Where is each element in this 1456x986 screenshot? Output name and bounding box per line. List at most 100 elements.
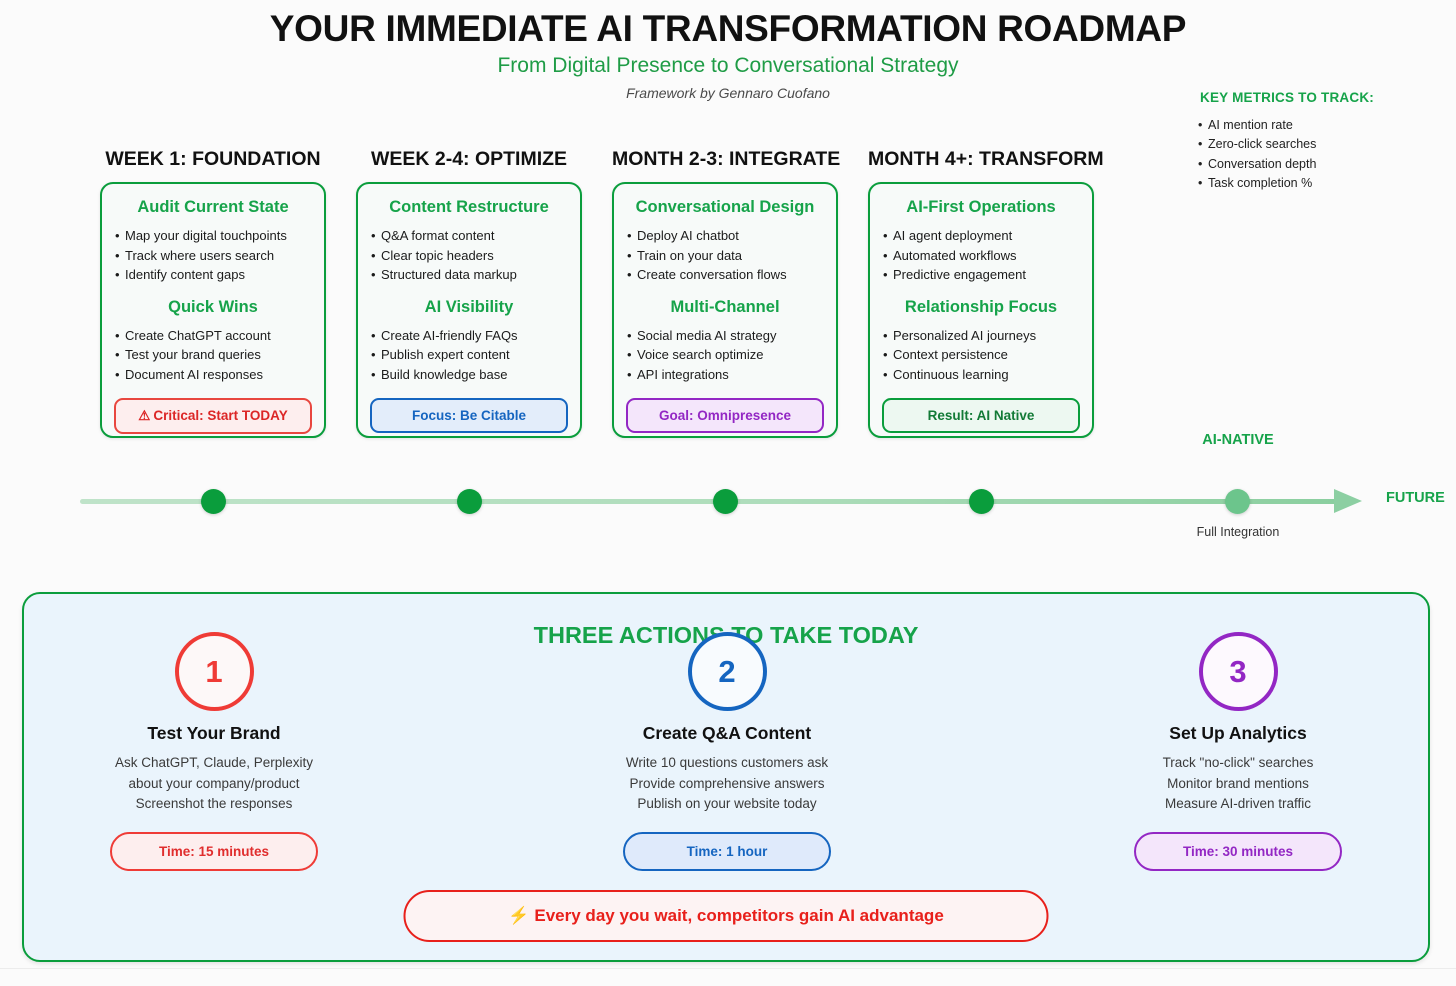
phase-card[interactable]: Audit Current State Map your digital tou… bbox=[100, 182, 326, 438]
page-byline: Framework by Gennaro Cuofano bbox=[626, 85, 830, 101]
action-number-badge: 2 bbox=[687, 632, 767, 711]
phase-card[interactable]: Conversational Design Deploy AI chatbot … bbox=[612, 182, 838, 438]
bullet-item: Q&A format content bbox=[370, 226, 568, 246]
action-title: Create Q&A Content bbox=[642, 723, 812, 743]
phase-section-title: AI Visibility bbox=[424, 297, 514, 316]
action-description: Write 10 questions customers ask Provide… bbox=[557, 753, 897, 815]
action-description: Track "no-click" searches Monitor brand … bbox=[1068, 753, 1408, 815]
timeline-dot-month-2-3[interactable] bbox=[713, 489, 738, 514]
action-title: Set Up Analytics bbox=[1169, 723, 1307, 743]
bullet-item: Context persistence bbox=[882, 345, 1080, 365]
action-time-pill[interactable]: Time: 15 minutes bbox=[110, 831, 318, 871]
bullet-item: Build knowledge base bbox=[370, 365, 568, 385]
action-desc-line: Monitor brand mentions bbox=[1167, 775, 1309, 791]
action-card-2[interactable]: 2 Create Q&A Content Write 10 questions … bbox=[557, 632, 897, 871]
action-card-3[interactable]: 3 Set Up Analytics Track "no-click" sear… bbox=[1068, 632, 1408, 871]
key-metrics-title: KEY METRICS TO TRACK: bbox=[1200, 90, 1374, 105]
phase-heading: MONTH 2-3: INTEGRATE bbox=[612, 148, 841, 170]
phase-badge-label: Result: AI Native bbox=[927, 407, 1035, 423]
phase-section-bullets: Personalized AI journeys Context persist… bbox=[882, 326, 1080, 385]
action-number-badge: 3 bbox=[1198, 632, 1278, 711]
phase-section-title: AI-First Operations bbox=[906, 198, 1056, 216]
phase-section-title: Relationship Focus bbox=[904, 297, 1058, 316]
timeline-dot-week-2-4[interactable] bbox=[457, 489, 482, 514]
action-desc-line: Provide comprehensive answers bbox=[629, 775, 825, 791]
warning-triangle-icon: ⚠ bbox=[138, 407, 151, 423]
bullet-item: Map your digital touchpoints bbox=[114, 226, 312, 246]
action-number-badge: 1 bbox=[174, 632, 254, 711]
action-desc-line: about your company/product bbox=[128, 775, 300, 791]
page-title: YOUR IMMEDIATE AI TRANSFORMATION ROADMAP bbox=[269, 8, 1187, 49]
timeline-dot-week-1[interactable] bbox=[201, 489, 226, 514]
phase-section-title: Conversational Design bbox=[635, 198, 815, 216]
urgency-label: Every day you wait, competitors gain AI … bbox=[534, 906, 944, 925]
phase-badge-label: Critical: Start TODAY bbox=[153, 407, 288, 423]
phase-section-title: Audit Current State bbox=[137, 198, 289, 216]
phase-section-bullets: Map your digital touchpoints Track where… bbox=[114, 226, 312, 285]
actions-panel: THREE ACTIONS TO TAKE TODAY 1 Test Your … bbox=[22, 592, 1430, 962]
bullet-item: Predictive engagement bbox=[882, 265, 1080, 285]
bullet-item: Test your brand queries bbox=[114, 345, 312, 365]
phase-badge[interactable]: ⚠Critical: Start TODAY bbox=[114, 397, 312, 434]
timeline: AI-NATIVE Full Integration FUTURE bbox=[0, 432, 1456, 550]
action-desc-line: Measure AI-driven traffic bbox=[1164, 796, 1312, 811]
key-metric-item: Task completion % bbox=[1198, 174, 1456, 194]
action-time-pill[interactable]: Time: 1 hour bbox=[623, 831, 831, 871]
bullet-item: Social media AI strategy bbox=[626, 326, 824, 346]
phase-section-bullets: Create AI-friendly FAQs Publish expert c… bbox=[370, 326, 568, 385]
phase-heading: WEEK 1: FOUNDATION bbox=[105, 148, 321, 170]
key-metrics-list: AI mention rate Zero-click searches Conv… bbox=[1198, 116, 1456, 194]
phase-heading: MONTH 4+: TRANSFORM bbox=[868, 148, 1104, 170]
timeline-dot-ai-native[interactable] bbox=[1225, 489, 1250, 514]
phase-section-bullets: Social media AI strategy Voice search op… bbox=[626, 326, 824, 385]
action-desc-line: Publish on your website today bbox=[637, 796, 817, 811]
bullet-item: Structured data markup bbox=[370, 265, 568, 285]
bullet-item: Automated workflows bbox=[882, 246, 1080, 266]
phase-section-bullets: Q&A format content Clear topic headers S… bbox=[370, 226, 568, 285]
phase-badge[interactable]: Goal: Omnipresence bbox=[626, 397, 824, 433]
action-time-pill[interactable]: Time: 30 minutes bbox=[1134, 831, 1342, 871]
phase-card[interactable]: AI-First Operations AI agent deployment … bbox=[868, 182, 1094, 438]
action-desc-line: Track "no-click" searches bbox=[1162, 755, 1314, 770]
bullet-item: Identify content gaps bbox=[114, 265, 312, 285]
action-title: Test Your Brand bbox=[147, 723, 281, 743]
timeline-end-label: FUTURE bbox=[1386, 490, 1445, 506]
phase-section-bullets: Deploy AI chatbot Train on your data Cre… bbox=[626, 226, 824, 285]
phase-badge-label: Goal: Omnipresence bbox=[658, 407, 792, 423]
timeline-milestone-label: AI-NATIVE bbox=[1202, 432, 1274, 448]
timeline-dot-month-4-plus[interactable] bbox=[969, 489, 994, 514]
bullet-item: AI agent deployment bbox=[882, 226, 1080, 246]
phase-column-week-2-4: WEEK 2-4: OPTIMIZE Content Restructure Q… bbox=[356, 148, 582, 438]
bullet-item: Create AI-friendly FAQs bbox=[370, 326, 568, 346]
phase-badge[interactable]: Result: AI Native bbox=[882, 397, 1080, 433]
phase-section-bullets: AI agent deployment Automated workflows … bbox=[882, 226, 1080, 285]
action-card-1[interactable]: 1 Test Your Brand Ask ChatGPT, Claude, P… bbox=[44, 632, 384, 871]
bullet-item: Deploy AI chatbot bbox=[626, 226, 824, 246]
action-desc-line: Write 10 questions customers ask bbox=[625, 755, 829, 770]
bullet-item: Create conversation flows bbox=[626, 265, 824, 285]
bullet-item: Document AI responses bbox=[114, 365, 312, 385]
phase-heading: WEEK 2-4: OPTIMIZE bbox=[370, 148, 568, 170]
bullet-item: Personalized AI journeys bbox=[882, 326, 1080, 346]
phase-section-title: Quick Wins bbox=[168, 297, 258, 316]
bullet-item: API integrations bbox=[626, 365, 824, 385]
bullet-item: Train on your data bbox=[626, 246, 824, 266]
bullet-item: Create ChatGPT account bbox=[114, 326, 312, 346]
phase-card[interactable]: Content Restructure Q&A format content C… bbox=[356, 182, 582, 438]
timeline-milestone-sublabel: Full Integration bbox=[1196, 525, 1280, 539]
bullet-item: Publish expert content bbox=[370, 345, 568, 365]
action-desc-line: Screenshot the responses bbox=[135, 796, 293, 811]
phase-section-title: Multi-Channel bbox=[670, 297, 780, 316]
phase-badge-label: Focus: Be Citable bbox=[411, 407, 527, 423]
action-desc-line: Ask ChatGPT, Claude, Perplexity bbox=[114, 755, 314, 770]
bullet-item: Clear topic headers bbox=[370, 246, 568, 266]
key-metric-item: Conversation depth bbox=[1198, 155, 1456, 175]
key-metrics-panel: KEY METRICS TO TRACK: AI mention rate Ze… bbox=[1198, 90, 1456, 194]
key-metric-item: AI mention rate bbox=[1198, 116, 1456, 136]
bullet-item: Voice search optimize bbox=[626, 345, 824, 365]
lightning-bolt-icon: ⚡ bbox=[508, 906, 530, 925]
urgency-banner: ⚡Every day you wait, competitors gain AI… bbox=[403, 890, 1049, 942]
action-description: Ask ChatGPT, Claude, Perplexity about yo… bbox=[44, 753, 384, 815]
phase-badge[interactable]: Focus: Be Citable bbox=[370, 397, 568, 433]
